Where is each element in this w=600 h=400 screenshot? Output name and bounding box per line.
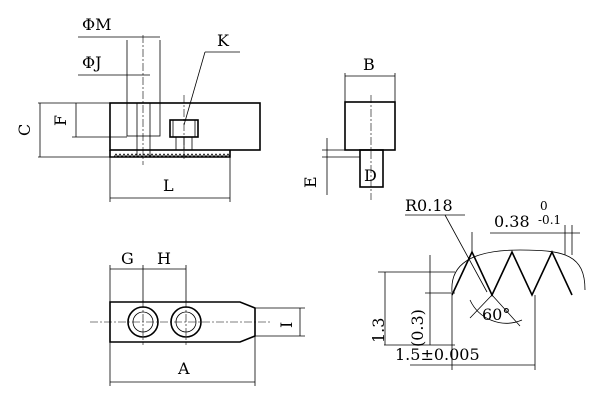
label-l: L	[163, 176, 174, 195]
jaw-body-end	[344, 101, 396, 151]
label-w15: 1.5±0.005	[395, 345, 480, 364]
label-k: K	[217, 31, 230, 50]
label-i: I	[277, 322, 296, 328]
label-h03: (0.3)	[408, 309, 427, 347]
label-c: C	[15, 124, 34, 136]
label-e: E	[301, 176, 320, 188]
label-h: H	[157, 249, 171, 268]
label-phi-m: ΦM	[82, 15, 112, 34]
label-d: D	[364, 166, 377, 185]
label-pitch-tol-lower: -0.1	[538, 213, 561, 227]
detail-boundary	[451, 249, 586, 293]
counterbore-left	[126, 102, 161, 137]
top-view: G H I A	[90, 249, 305, 386]
serration-detail: 1.3 (0.3) 1.5±0.005 60° R0.18 0.38 0 -0.…	[369, 196, 586, 370]
label-f: F	[51, 115, 70, 126]
label-r018: R0.18	[405, 196, 453, 215]
jaw-body-side	[109, 102, 261, 151]
label-phi-j: ΦJ	[82, 53, 102, 72]
label-angle: 60°	[482, 305, 510, 324]
label-g: G	[121, 249, 134, 268]
side-view: ΦM ΦJ K C F L	[15, 15, 261, 202]
end-view: B E D	[301, 55, 396, 200]
jaw-key-end	[359, 149, 384, 188]
label-a: A	[177, 359, 190, 378]
serration-strip-side	[113, 153, 231, 158]
label-h13: 1.3	[369, 318, 388, 343]
label-b: B	[363, 55, 375, 74]
label-pitch-tol-upper: 0	[540, 199, 548, 213]
label-pitch: 0.38	[494, 212, 530, 231]
